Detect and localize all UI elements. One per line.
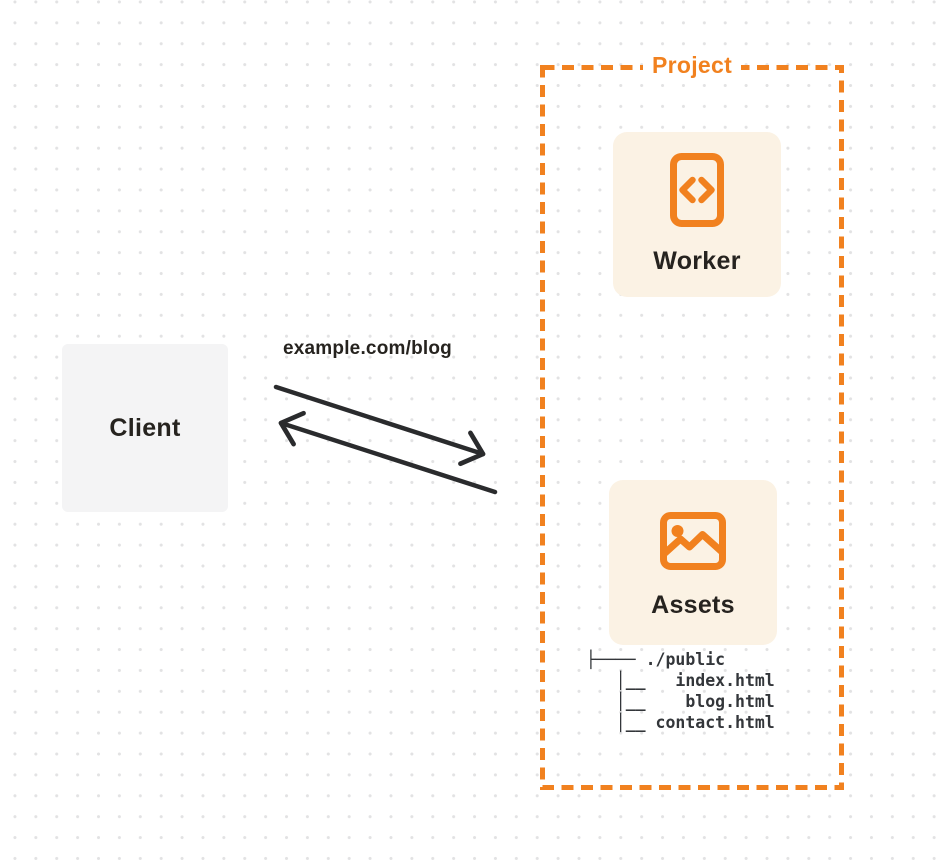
project-title: Project xyxy=(540,52,844,79)
project-dashed-border xyxy=(540,65,844,790)
assets-label: Assets xyxy=(651,590,735,619)
project-title-label: Project xyxy=(642,52,742,79)
worker-label: Worker xyxy=(653,247,741,275)
response-arrow xyxy=(278,410,498,495)
request-arrow xyxy=(273,384,486,467)
assets-card: Assets xyxy=(609,480,777,645)
client-box: Client xyxy=(62,344,228,512)
image-icon xyxy=(660,511,726,570)
client-label: Client xyxy=(109,413,181,442)
project-container: Project Worker Assets ├──── ./public │__… xyxy=(540,52,844,790)
request-url-label: example.com/blog xyxy=(283,338,452,359)
code-file-icon xyxy=(670,153,724,227)
worker-card: Worker xyxy=(613,132,781,297)
assets-file-tree: ├──── ./public │__ index.html │__ blog.h… xyxy=(586,650,775,732)
